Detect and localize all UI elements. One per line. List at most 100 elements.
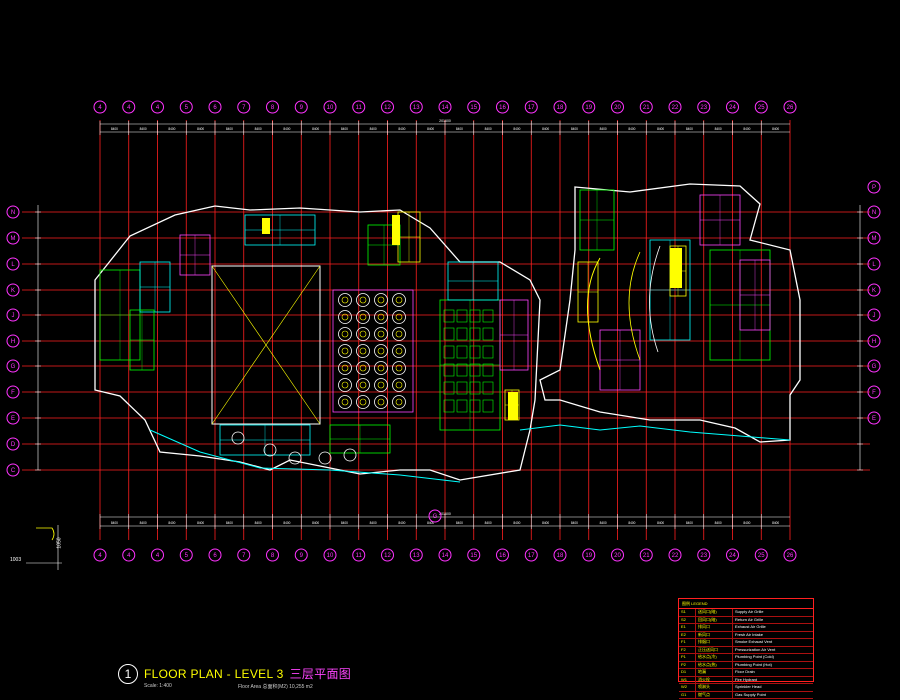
- dimension-label: 8400: [600, 127, 607, 131]
- grid-bubble-label-bottom: 17: [528, 553, 535, 559]
- dimension-label: 8400: [370, 127, 377, 131]
- grid-bubble-label-bottom: 21: [643, 553, 650, 559]
- grid-bubble-label-top: 12: [384, 105, 391, 111]
- table-center: [377, 313, 385, 321]
- dimension-label: 8400: [513, 127, 520, 131]
- grid-bubble-label-top: 26: [787, 105, 794, 111]
- cubicle: [456, 381, 468, 395]
- table-center: [341, 347, 349, 355]
- grid-bubble-top: [668, 100, 682, 114]
- dimension-label: 8400: [715, 127, 722, 131]
- building-walls: [94, 183, 801, 483]
- dining-table: [338, 344, 352, 358]
- grid-bubble-label-right: N: [872, 210, 876, 216]
- legend-cell-en: Fresh Air Intake: [735, 631, 764, 637]
- grid-bubble-left: [6, 205, 20, 219]
- grid-bubble-label-bottom: 15: [470, 553, 477, 559]
- grid-bubble-top: [323, 100, 337, 114]
- legend-cell-en: Plumbing Point (Hot): [735, 661, 772, 667]
- grid-bubble-top: [122, 100, 136, 114]
- grid-bubble-label-top: 9: [300, 105, 304, 111]
- dining-hall-boundary: [332, 289, 414, 413]
- grid-bubble-top: [639, 100, 653, 114]
- grid-bubble-label-top: 13: [413, 105, 420, 111]
- dimension-label: 8400: [111, 127, 118, 131]
- legend-cell-code: E1: [679, 624, 696, 631]
- grid-bubble-right: [867, 180, 881, 194]
- legend-cell-cn: 正压送风口: [696, 646, 733, 653]
- column-marker: [343, 448, 357, 462]
- dimension-label: 8400: [398, 127, 405, 131]
- grid-bubble-top: [611, 100, 624, 114]
- grid-bubble-bottom: [179, 548, 193, 562]
- dining-table: [374, 310, 388, 324]
- dining-table: [338, 293, 352, 307]
- grid-bubble-bottom: [639, 548, 653, 562]
- left-dimension-note-2: 1050: [56, 537, 63, 549]
- dining-table: [374, 293, 388, 307]
- legend-cell-cn: 喷淋头: [696, 684, 733, 691]
- dining-table: [338, 361, 352, 375]
- dimension-label: 8400: [485, 521, 492, 525]
- grid-bubble-label-left: F: [11, 390, 15, 396]
- dimension-label: 8400: [255, 127, 262, 131]
- table-center: [395, 313, 403, 321]
- cubicle: [469, 399, 481, 413]
- dimension-label: 8400: [571, 521, 578, 525]
- left-dimension-note: 1003: [10, 557, 22, 563]
- grid-bubble-label-top: 24: [729, 105, 736, 111]
- cubicle: [456, 327, 468, 341]
- grid-bubble-left: [6, 308, 20, 322]
- grid-bubble-label-bottom: 5: [185, 553, 189, 559]
- atrium-diagonal: [211, 265, 321, 425]
- cubicle: [443, 309, 455, 323]
- grid-bubble-bottom: [409, 548, 423, 562]
- dining-table: [356, 327, 370, 341]
- grid-bubble-bottom: [726, 548, 739, 562]
- dimension-label: 8400: [427, 127, 434, 131]
- table-center: [395, 296, 403, 304]
- grid-bubble-label-left: N: [11, 210, 15, 216]
- grid-bubble-label-top: 4: [156, 105, 160, 111]
- grid-bubble-top: [151, 100, 164, 114]
- grid-bubble-right: [867, 359, 881, 373]
- dining-table: [338, 310, 352, 324]
- grid-bubble-bottom: [208, 548, 222, 562]
- cubicle: [443, 363, 455, 377]
- grid-bubble-label-top: 25: [758, 105, 765, 111]
- grid-bubble-top: [524, 100, 538, 114]
- table-center: [395, 330, 403, 338]
- dimension-label: 8400: [686, 521, 693, 525]
- grid-bubble-label-bottom: 11: [356, 553, 363, 559]
- grid-bubble-label-right: F: [872, 390, 876, 396]
- dining-table: [374, 361, 388, 375]
- grid-bubble-label-top: 11: [356, 105, 363, 111]
- grid-bubble-label-top: 21: [643, 105, 650, 111]
- dining-table: [338, 395, 352, 409]
- legend-cell-code: D1: [679, 669, 696, 676]
- dimension-label: 8400: [743, 127, 750, 131]
- legend-cell-en: Return Air Grille: [735, 616, 764, 622]
- grid-bubble-label-right: H: [872, 339, 876, 345]
- grid-bubble-label-bottom: 18: [557, 553, 564, 559]
- cubicle: [456, 309, 468, 323]
- grid-bubble-label-bottom: 7: [242, 553, 246, 559]
- legend-cell-en: Exhaust Air Grille: [735, 624, 766, 629]
- drawing-scale: Scale: 1:400: [144, 683, 172, 689]
- grid-bubble-label-top: 5: [185, 105, 189, 111]
- grid-bubble-bottom: [553, 548, 567, 562]
- grid-bubble-label-left: D: [11, 442, 16, 448]
- dimension-label: 8400: [772, 127, 779, 131]
- grid-bubble-label-top: 10: [327, 105, 334, 111]
- grid-bubble-label-bottom: 23: [700, 553, 707, 559]
- grid-bubble-label-top: 16: [499, 105, 506, 111]
- grid-bubble-left: [6, 283, 20, 297]
- grid-bubble-label-bottom: 14: [442, 553, 449, 559]
- grid-bubble-label-right: M: [872, 236, 877, 242]
- cubicle: [482, 381, 494, 395]
- grid-bubble-right: [867, 205, 881, 219]
